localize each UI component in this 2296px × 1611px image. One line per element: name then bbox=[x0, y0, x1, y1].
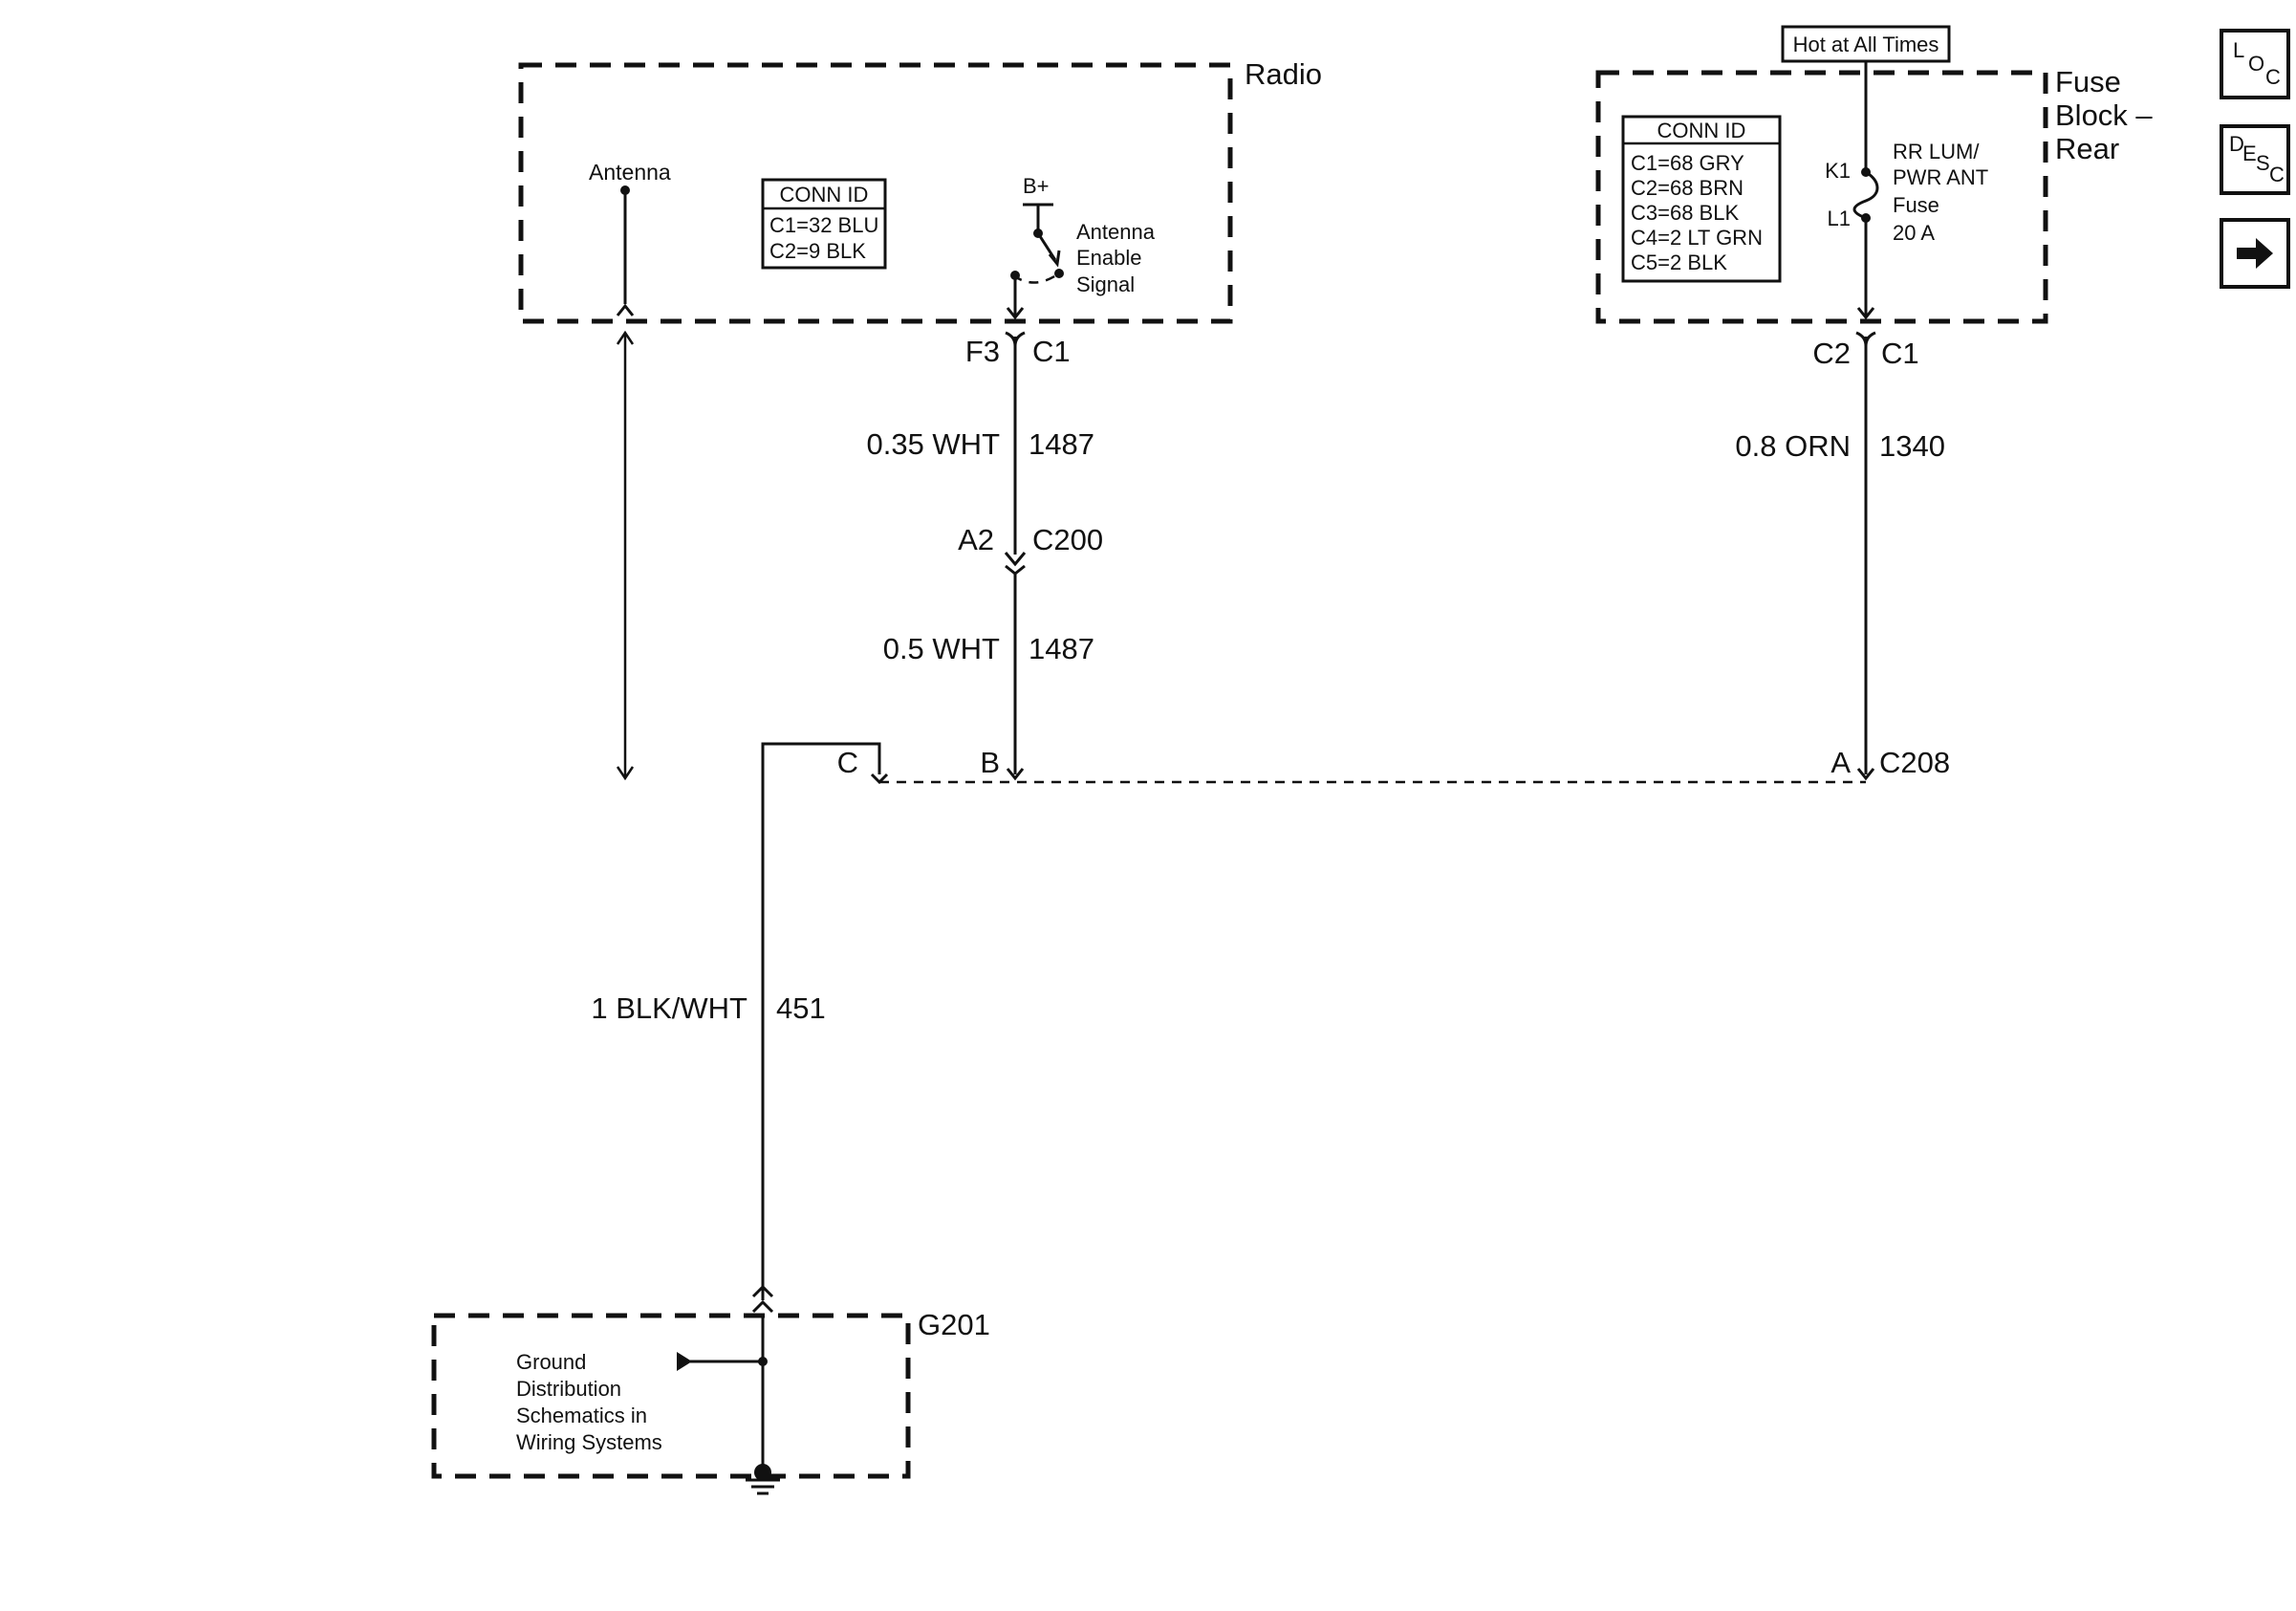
ground-point bbox=[754, 1464, 771, 1481]
c208-conn: C208 bbox=[1879, 746, 1950, 779]
c200-pin-a2: A2 bbox=[958, 523, 994, 556]
loc-letter-l: L bbox=[2233, 38, 2245, 62]
fuse-block-title-line1: Fuse bbox=[2055, 65, 2121, 98]
loc-button[interactable]: L O C bbox=[2220, 29, 2290, 99]
bplus-label: B+ bbox=[1023, 174, 1050, 198]
desc-letter-c: C bbox=[2269, 163, 2285, 186]
desc-letter-s: S bbox=[2256, 151, 2270, 175]
fuse-label-line1: RR LUM/ bbox=[1893, 140, 1980, 163]
fuse-output-circuit: C2 C1 0.8 ORN 1340 bbox=[1735, 331, 1945, 781]
fuse-pin-l1: L1 bbox=[1828, 207, 1851, 230]
hot-at-all-times-label: Hot at All Times bbox=[1793, 33, 1939, 56]
fuse-block-component: Hot at All Times Fuse Block – Rear CONN … bbox=[1595, 25, 2153, 324]
antenna-label: Antenna bbox=[589, 160, 671, 185]
fuse-conn-c1: C1 bbox=[1881, 337, 1919, 370]
ground-label-line1: Ground bbox=[516, 1350, 586, 1374]
desc-letter-e: E bbox=[2242, 142, 2257, 165]
ground-circuit: 1 BLK/WHT 451 bbox=[591, 786, 826, 1314]
c200-conn: C200 bbox=[1032, 523, 1103, 556]
switch-label-line2: Enable bbox=[1076, 246, 1142, 270]
radio-conn-c1: C1 bbox=[1032, 335, 1071, 368]
radio-conn-id-c2: C2=9 BLK bbox=[769, 239, 866, 263]
wire2-circuit: 1487 bbox=[1029, 632, 1094, 665]
radio-component: Radio Antenna CONN ID C1=32 BLU C2=9 BLK… bbox=[518, 57, 1322, 324]
fuse-conn-id-c3: C3=68 BLK bbox=[1631, 201, 1739, 225]
g201-box bbox=[431, 1313, 911, 1479]
c200-connector-bottom bbox=[1005, 564, 1026, 576]
ground-label-line3: Schematics in bbox=[516, 1404, 647, 1427]
fuse-pin-c2: C2 bbox=[1812, 337, 1851, 370]
ground-wire-circuit: 451 bbox=[776, 991, 826, 1025]
right-arrow-icon bbox=[2237, 238, 2273, 269]
antenna-connector-inline bbox=[616, 303, 635, 316]
fuse-block-title-line3: Rear bbox=[2055, 132, 2119, 165]
fuse-conn-id-title: CONN ID bbox=[1657, 119, 1746, 142]
wire3-color: 0.8 ORN bbox=[1735, 429, 1851, 463]
radio-conn-id-c1: C1=32 BLU bbox=[769, 213, 878, 237]
fuse-block-title-line2: Block – bbox=[2055, 98, 2153, 132]
desc-button[interactable]: D E S C bbox=[2220, 124, 2290, 195]
antenna-tip bbox=[620, 185, 630, 195]
fuse-label-line4: 20 A bbox=[1893, 221, 1935, 245]
ground-label-line2: Distribution bbox=[516, 1377, 621, 1401]
next-button[interactable] bbox=[2220, 218, 2290, 289]
fuse-label-line2: PWR ANT bbox=[1893, 165, 1988, 189]
radio-pin-f3: F3 bbox=[965, 335, 1000, 368]
wire1-color: 0.35 WHT bbox=[866, 427, 1000, 461]
fuse-label-line3: Fuse bbox=[1893, 193, 1939, 217]
switch-label-line3: Signal bbox=[1076, 272, 1135, 296]
ground-ref-arrow bbox=[677, 1352, 692, 1371]
fuse-conn-id-c2: C2=68 BRN bbox=[1631, 176, 1744, 200]
fuse-symbol bbox=[1852, 170, 1879, 220]
ground-wire-color: 1 BLK/WHT bbox=[591, 991, 747, 1025]
switch-blade bbox=[1036, 232, 1057, 261]
radio-title: Radio bbox=[1245, 57, 1322, 91]
wire3-circuit: 1340 bbox=[1879, 429, 1945, 463]
desc-letter-d: D bbox=[2229, 132, 2244, 156]
wire1-circuit: 1487 bbox=[1029, 427, 1094, 461]
c208-pin-c: C bbox=[837, 746, 858, 779]
fuse-conn-id-c1: C1=68 GRY bbox=[1631, 151, 1744, 175]
antenna-module-c208: C B A C208 bbox=[616, 330, 1950, 786]
fuse-block-box bbox=[1595, 70, 2048, 324]
loc-letter-c: C bbox=[2265, 65, 2281, 89]
c200-connector-top bbox=[1004, 552, 1027, 567]
c208-pin-b: B bbox=[980, 746, 1000, 779]
radio-conn-id-title: CONN ID bbox=[780, 183, 869, 207]
c208-ground-terminal bbox=[761, 742, 881, 786]
loc-letter-o: O bbox=[2248, 52, 2265, 76]
radio-output-circuit: F3 C1 0.35 WHT 1487 A2 C200 0.5 WHT 1487 bbox=[866, 331, 1103, 781]
hot-at-all-times-box bbox=[1781, 25, 1951, 63]
wire2-color: 0.5 WHT bbox=[883, 632, 1000, 665]
radio-conn-id-box bbox=[761, 178, 887, 270]
fuse-conn-id-c5: C5=2 BLK bbox=[1631, 250, 1727, 274]
g201-ground-component: G201 Ground Distribution Schematics in W… bbox=[431, 1308, 990, 1495]
fuse-pin-k1: K1 bbox=[1825, 159, 1851, 183]
g201-title: G201 bbox=[918, 1308, 990, 1341]
switch-label-line1: Antenna bbox=[1076, 220, 1156, 244]
radio-box bbox=[518, 62, 1233, 324]
fuse-conn-id-c4: C4=2 LT GRN bbox=[1631, 226, 1763, 250]
ground-label-line4: Wiring Systems bbox=[516, 1430, 662, 1454]
c208-pin-a: A bbox=[1830, 746, 1851, 779]
